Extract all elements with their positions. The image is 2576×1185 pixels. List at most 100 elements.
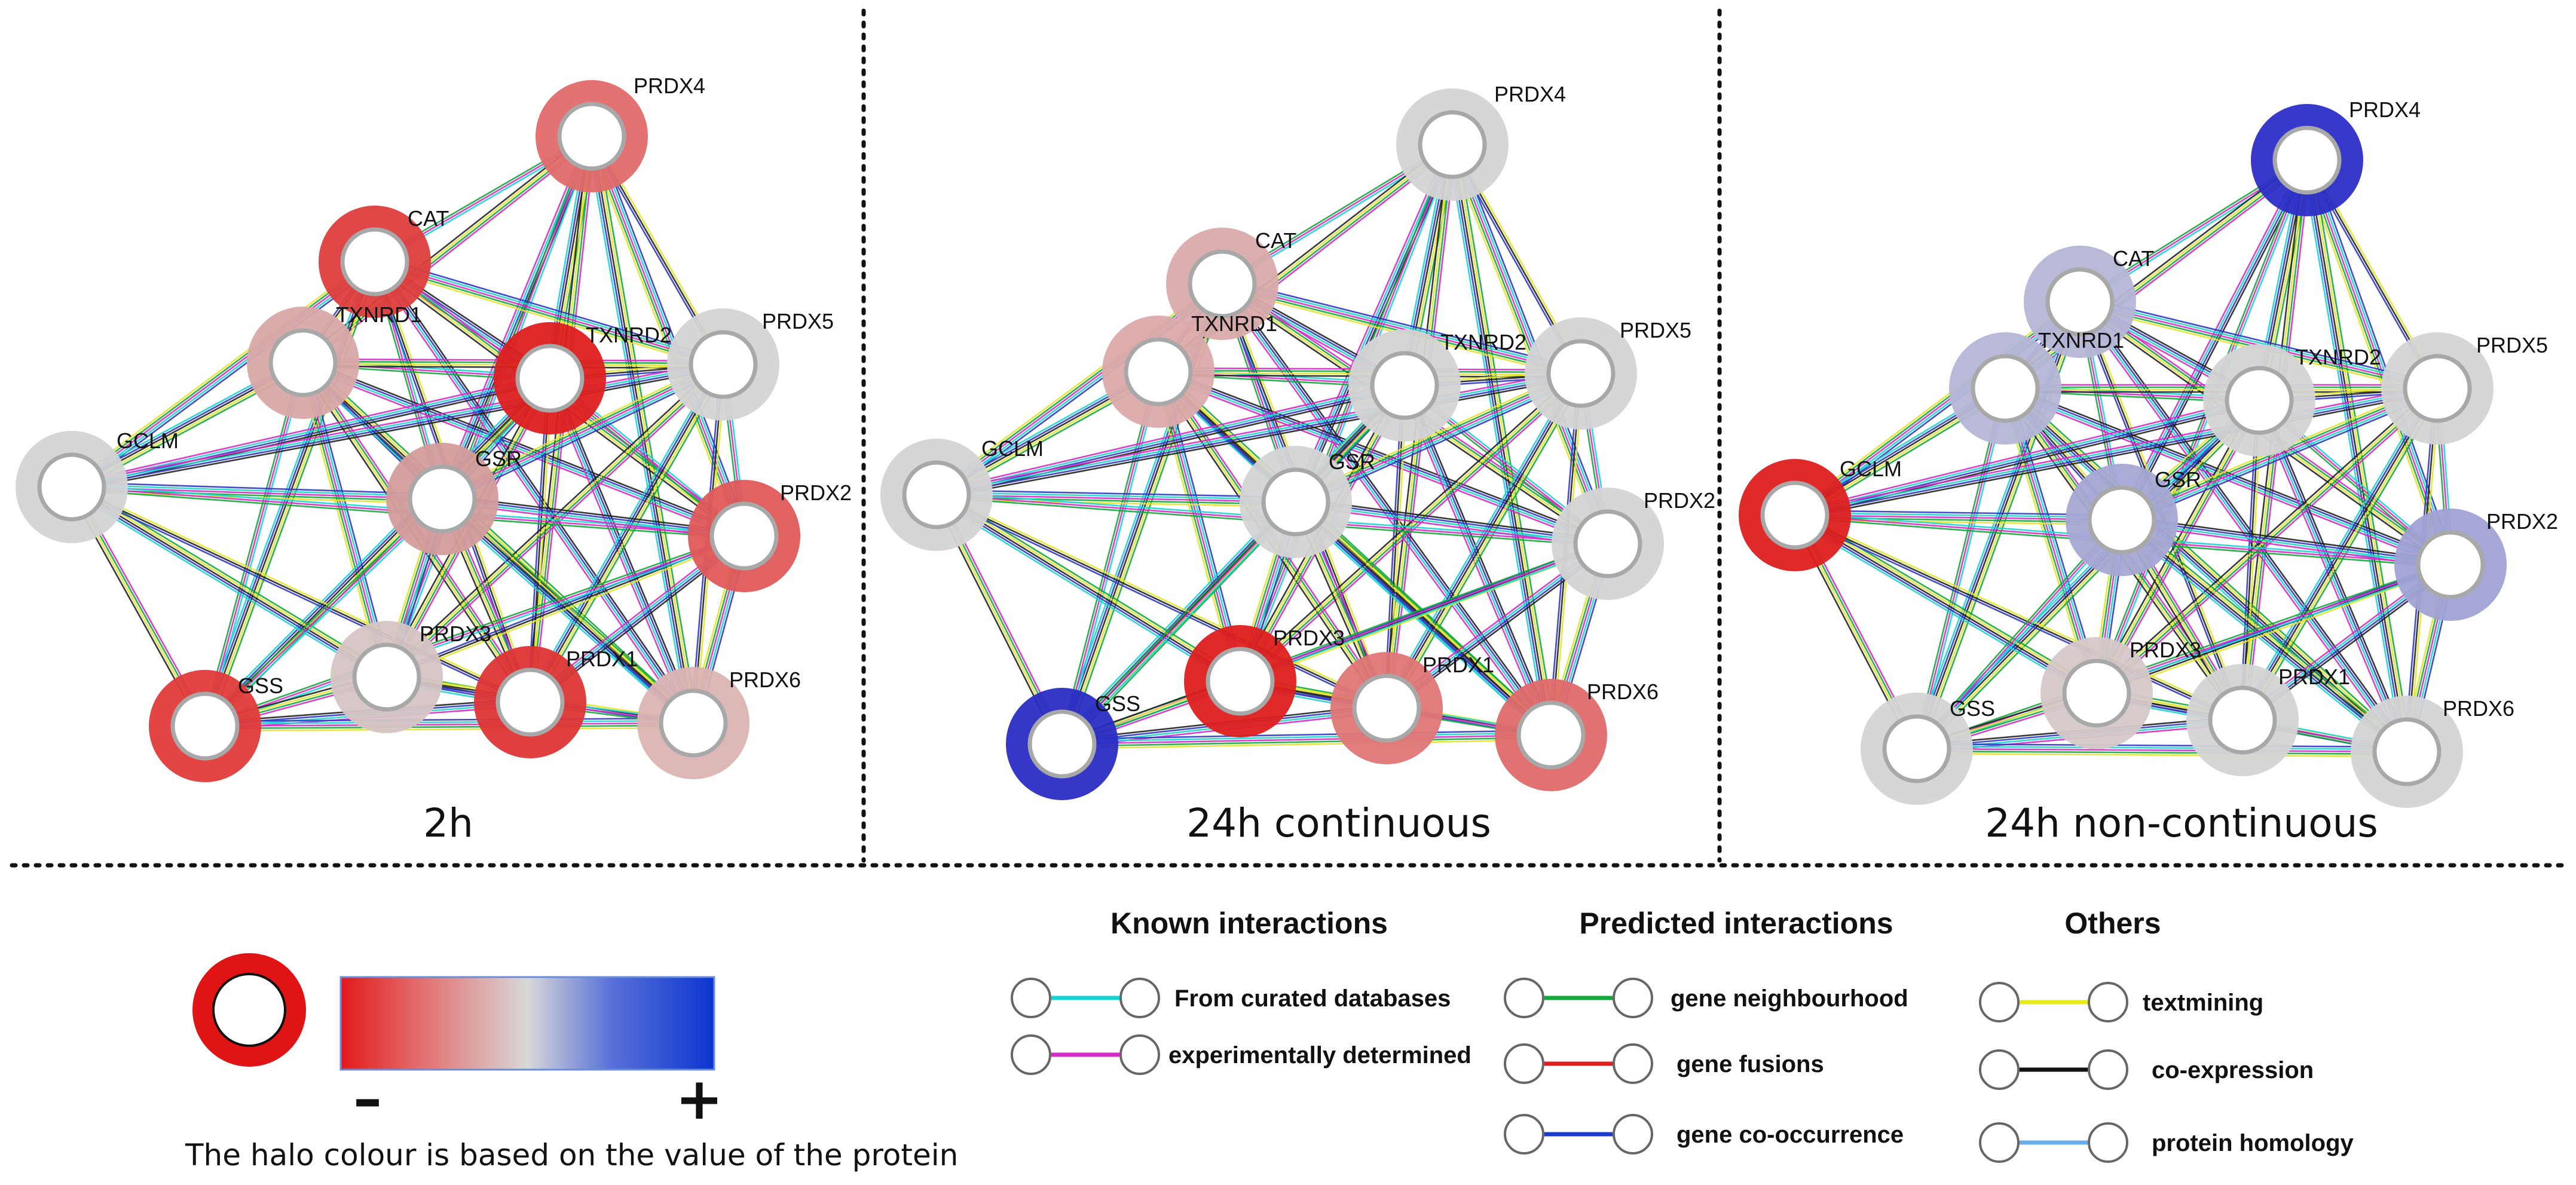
halo-note: The halo colour is based on the value of… (185, 1138, 958, 1172)
node-label: PRDX1 (1422, 653, 1494, 677)
node-core (2372, 717, 2442, 786)
edge-strand (936, 494, 1387, 709)
edge-gclm-prdx1 (70, 484, 532, 705)
node-gclm: GCLM (1739, 457, 1902, 571)
legend-node-right (1119, 978, 1160, 1018)
edge-gclm-gsr (936, 489, 1296, 508)
edge-strand (595, 134, 749, 535)
node-core (495, 667, 565, 737)
edge-strand (937, 491, 1296, 501)
node-halo (2040, 637, 2153, 749)
edge-strand (1446, 145, 1547, 736)
edge-strand (1449, 145, 1550, 736)
edge-strand (438, 134, 589, 498)
edge-strand (1917, 743, 2407, 748)
edge-strand (204, 533, 744, 725)
edge-strand (2080, 301, 2409, 752)
edge-strand (937, 489, 1296, 498)
edge-strand (2076, 303, 2405, 755)
edge-strand (2301, 161, 2403, 753)
edge-strand (1157, 372, 1608, 546)
edge-strand (1239, 144, 1454, 682)
edge-strand (1293, 503, 1550, 737)
node-label: PRDX6 (1587, 679, 1659, 704)
legend-group-title: Others (2064, 907, 2161, 940)
node-label: TXNRD1 (2038, 328, 2124, 353)
edge-strand (1916, 400, 2260, 749)
node-label: GCLM (1840, 457, 1902, 481)
legend-node-left (1504, 978, 1544, 1018)
edge-strand (935, 369, 1581, 492)
edge-strand (1794, 514, 2097, 694)
edge-strand (71, 373, 549, 485)
edge-strand (936, 383, 1405, 495)
node-core (709, 501, 779, 571)
edge-strand (2095, 387, 2437, 693)
node-halo (880, 439, 993, 551)
edge-strand (936, 494, 1241, 682)
node-core (1418, 110, 1487, 179)
edge-cat-prdx5 (373, 256, 725, 370)
edge-strand (204, 722, 694, 727)
edge-strand (2121, 387, 2438, 521)
node-label: TXNRD1 (1191, 311, 1277, 336)
edge-strand (374, 263, 723, 368)
node-label: PRDX2 (2486, 509, 2558, 534)
node-halo (1240, 446, 1352, 558)
edge-gclm-prdx1 (1793, 512, 2244, 723)
edge-prdx4-prdx3 (2094, 159, 2310, 694)
edge-txnrd1-gss (201, 362, 307, 727)
edge-strand (1914, 398, 2259, 748)
node-halo (2203, 344, 2315, 457)
legend-item: textmining (1979, 982, 2263, 1022)
node-label: GCLM (981, 436, 1044, 461)
legend-item: experimentally determined (1011, 1034, 1471, 1075)
node-core (1370, 351, 1439, 420)
edge-strand (373, 265, 723, 370)
edge-strand (1916, 752, 2407, 758)
node-label: PRDX4 (1494, 82, 1566, 106)
node-gclm: GCLM (16, 428, 179, 543)
nodes: PRDX4CATTXNRD1TXNRD2PRDX5GCLMGSRPRDX2PRD… (16, 74, 852, 782)
node-halo (1552, 488, 1664, 600)
node-halo (386, 443, 498, 555)
node-core (2208, 685, 2277, 755)
edge-strand (1390, 375, 1586, 711)
edge-strand (204, 719, 693, 725)
legend-node-right (1613, 1043, 1653, 1084)
node-halo (536, 80, 648, 192)
edge-strand (1795, 303, 2082, 518)
legend-group-title: Known interactions (1110, 907, 1388, 940)
edge-strand (201, 362, 302, 726)
edge-strand (72, 481, 443, 495)
edge-strand (935, 381, 1404, 492)
edge-strand (2124, 515, 2410, 749)
edge-strand (593, 135, 747, 536)
edge-strand (1795, 512, 2098, 692)
edge-strand (438, 501, 691, 727)
edge-strand (1388, 374, 1584, 710)
node-label: GSS (238, 673, 283, 698)
edge-strand (69, 490, 385, 682)
node-label: PRDX2 (1644, 488, 1715, 513)
edge-strand (71, 362, 723, 487)
node-txnrd2: TXNRD2 (494, 322, 672, 434)
edge-strand (1795, 512, 2244, 719)
legend-item: co-expression (1979, 1049, 2314, 1090)
node-label: TXNRD1 (336, 302, 422, 327)
edge-strand (1385, 373, 1582, 709)
node-halo (1348, 329, 1461, 442)
edge-strand (72, 484, 532, 701)
node-label: PRDX2 (780, 480, 852, 505)
edge-strand (1916, 388, 2006, 749)
node-halo (247, 307, 359, 419)
edge-strand (1061, 371, 1159, 745)
legend-item-label: co-expression (2152, 1057, 2314, 1083)
edge-strand (586, 137, 690, 724)
edge-strand (1792, 518, 2095, 699)
panel-dividers (10, 8, 2572, 868)
edge-strand (205, 537, 745, 729)
halo-gradient-bar (339, 976, 715, 1071)
edge-strand (2237, 385, 2434, 718)
